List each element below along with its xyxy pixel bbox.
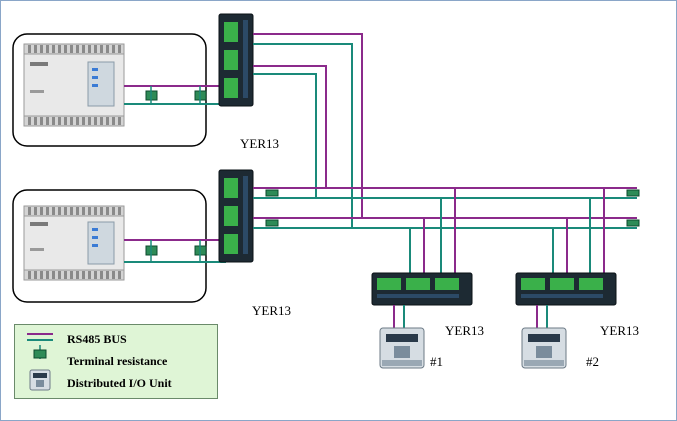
plc-cable-bottom [124,239,226,263]
yer13-module-io1 [371,272,473,306]
contactor-unit-1 [379,327,425,369]
label-yer13-io1: YER13 [445,323,484,338]
plc-cable-top [124,85,226,105]
bus-drop-io1 [409,188,456,278]
label-unit-2: #2 [586,354,599,369]
label-yer13-top: YER13 [240,136,279,151]
label-yer13-mid: YER13 [252,303,291,318]
terminal-resistor [626,189,640,197]
resistor-icon [33,345,47,359]
contactor-icon [29,369,51,391]
yer13-module-io2 [515,272,617,306]
yer13-module-mid [218,169,254,263]
plc-controller-bottom [23,205,125,281]
label-unit-1: #1 [430,354,443,369]
yer13-module-top [218,13,254,107]
terminal-resistor [265,219,279,227]
bus-drop-io2 [552,188,605,278]
legend-box: RS485 BUS Terminal resistance Distribute… [14,324,218,399]
label-yer13-io2: YER13 [600,323,639,338]
rs485-main-bus [253,187,637,229]
terminal-resistor [626,219,640,227]
terminal-resistor [265,189,279,197]
legend-label-terminal: Terminal resistance [67,354,168,368]
legend-label-rs485: RS485 BUS [67,332,127,346]
legend-label-io-unit: Distributed I/O Unit [67,376,172,390]
plc-controller-top [23,43,125,127]
rs485-bus-from-top-module [253,33,363,228]
plc-frame-top [12,33,207,147]
contactor-unit-2 [521,327,567,369]
